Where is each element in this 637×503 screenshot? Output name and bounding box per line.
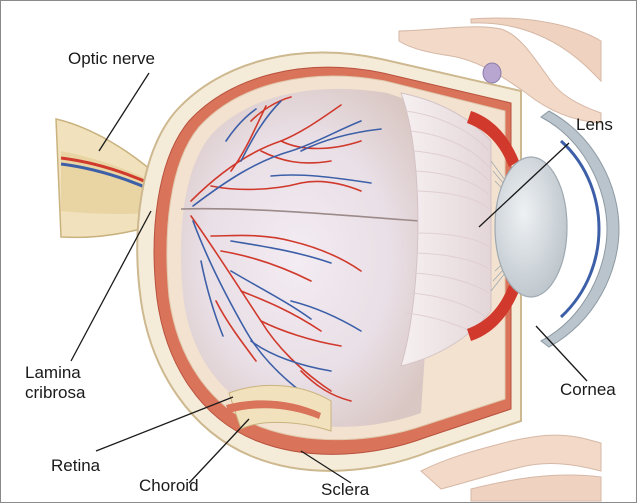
optic-nerve-label: Optic nerve bbox=[68, 49, 155, 69]
sclera-label: Sclera bbox=[321, 480, 369, 500]
cornea-label: Cornea bbox=[560, 380, 616, 400]
optic-nerve-leader bbox=[99, 73, 149, 151]
lamina-cribrosa-label-line1: Lamina bbox=[25, 363, 115, 383]
lens-label: Lens bbox=[576, 115, 613, 135]
lamina-cribrosa-label-line2: cribrosa bbox=[25, 383, 115, 403]
lamina-cribrosa-label: Lamina cribrosa bbox=[25, 363, 115, 403]
retina-label: Retina bbox=[51, 456, 100, 476]
lacrimal-nodule bbox=[483, 63, 501, 83]
lower-eyelid-skin bbox=[471, 475, 601, 501]
choroid-label: Choroid bbox=[139, 476, 199, 496]
